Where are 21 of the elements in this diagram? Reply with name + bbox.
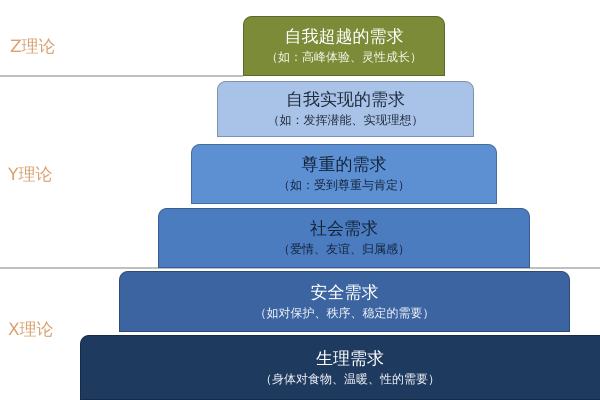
theory-label: Z理论 [10, 36, 56, 58]
theory-label: X理论 [8, 319, 54, 341]
pyramid-tier [243, 16, 445, 76]
tier-title: 生理需求 [316, 348, 384, 370]
tier-description: （如：高峰体验、灵性成长） [266, 49, 422, 66]
tier-title: 自我超越的需求 [284, 26, 404, 48]
tier-description: （如对保护、秩序、稳定的需要） [254, 304, 434, 322]
pyramid-tier [119, 271, 570, 332]
tier-title: 自我实现的需求 [286, 89, 405, 111]
pyramid-tier [80, 335, 600, 400]
tier-description: （爱情、友谊、归属感） [278, 241, 410, 258]
pyramid-tier [191, 144, 497, 204]
tier-description: （如：受到尊重与肯定） [278, 177, 410, 194]
pyramid-tier [158, 208, 530, 268]
tier-description: （身体对食物、温暖、性的需要） [260, 370, 440, 388]
theory-label: Y理论 [8, 164, 52, 186]
pyramid-tier [217, 81, 474, 137]
tier-title: 社会需求 [310, 218, 378, 240]
tier-title: 尊重的需求 [302, 154, 386, 176]
tier-description: （如：发挥潜能、实现理想） [268, 112, 424, 129]
tier-title: 安全需求 [310, 282, 378, 304]
